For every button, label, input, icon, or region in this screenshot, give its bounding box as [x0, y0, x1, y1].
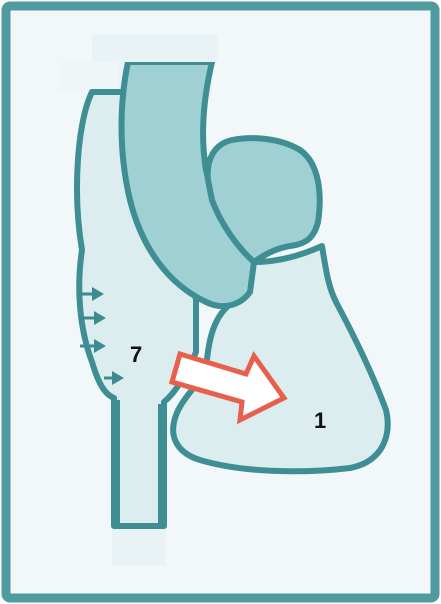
aorta-top-fade: [122, 34, 218, 62]
label-chamber-7: 7: [130, 342, 142, 367]
vessel-stub-left: [58, 62, 118, 92]
vessel-stub-bottom: [112, 524, 166, 566]
label-chamber-1: 1: [314, 408, 326, 433]
